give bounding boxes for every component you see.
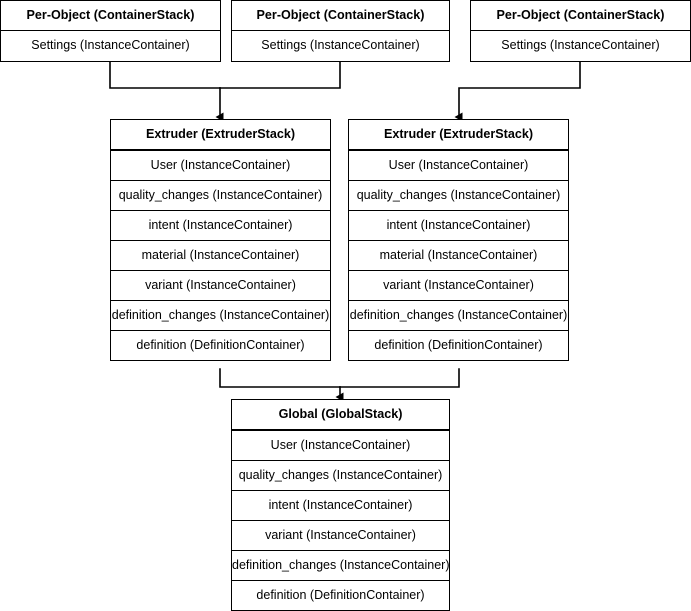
node-header: Extruder (ExtruderStack) [349, 120, 568, 150]
node-row-quality-changes: quality_changes (InstanceContainer) [349, 180, 568, 210]
node-header: Extruder (ExtruderStack) [111, 120, 330, 150]
node-per-object-1[interactable]: Per-Object (ContainerStack) Settings (In… [0, 0, 221, 62]
node-row-material: material (InstanceContainer) [349, 240, 568, 270]
node-row-definition-changes: definition_changes (InstanceContainer) [232, 550, 449, 580]
node-row-user: User (InstanceContainer) [111, 150, 330, 180]
node-row-settings: Settings (InstanceContainer) [471, 31, 690, 61]
node-row-user: User (InstanceContainer) [232, 430, 449, 460]
node-row-definition: definition (DefinitionContainer) [232, 580, 449, 610]
node-row-definition-changes: definition_changes (InstanceContainer) [111, 300, 330, 330]
node-header: Per-Object (ContainerStack) [1, 1, 220, 31]
node-row-definition: definition (DefinitionContainer) [111, 330, 330, 360]
edge-per-object-3-to-extruder-2 [454, 60, 581, 122]
node-row-intent: intent (InstanceContainer) [232, 490, 449, 520]
node-per-object-3[interactable]: Per-Object (ContainerStack) Settings (In… [470, 0, 691, 62]
node-row-intent: intent (InstanceContainer) [111, 210, 330, 240]
node-extruder-2[interactable]: Extruder (ExtruderStack) User (InstanceC… [348, 119, 569, 361]
node-extruder-1[interactable]: Extruder (ExtruderStack) User (InstanceC… [110, 119, 331, 361]
node-row-definition: definition (DefinitionContainer) [349, 330, 568, 360]
node-row-quality-changes: quality_changes (InstanceContainer) [232, 460, 449, 490]
node-row-settings: Settings (InstanceContainer) [1, 31, 220, 61]
node-row-variant: variant (InstanceContainer) [349, 270, 568, 300]
edge-per-object-1-to-extruder-1 [109, 60, 221, 89]
node-header: Per-Object (ContainerStack) [471, 1, 690, 31]
node-global-stack[interactable]: Global (GlobalStack) User (InstanceConta… [231, 399, 450, 611]
node-row-variant: variant (InstanceContainer) [232, 520, 449, 550]
node-header: Per-Object (ContainerStack) [232, 1, 449, 31]
edge-extruder-1-to-global [219, 368, 341, 388]
node-row-variant: variant (InstanceContainer) [111, 270, 330, 300]
edge-per-object-2-to-extruder-1 [219, 60, 341, 89]
node-row-intent: intent (InstanceContainer) [349, 210, 568, 240]
node-row-user: User (InstanceContainer) [349, 150, 568, 180]
node-header: Global (GlobalStack) [232, 400, 449, 430]
node-per-object-2[interactable]: Per-Object (ContainerStack) Settings (In… [231, 0, 450, 62]
edge-extruder-2-to-global [339, 368, 460, 388]
node-row-definition-changes: definition_changes (InstanceContainer) [349, 300, 568, 330]
node-row-settings: Settings (InstanceContainer) [232, 31, 449, 61]
node-row-material: material (InstanceContainer) [111, 240, 330, 270]
node-row-quality-changes: quality_changes (InstanceContainer) [111, 180, 330, 210]
